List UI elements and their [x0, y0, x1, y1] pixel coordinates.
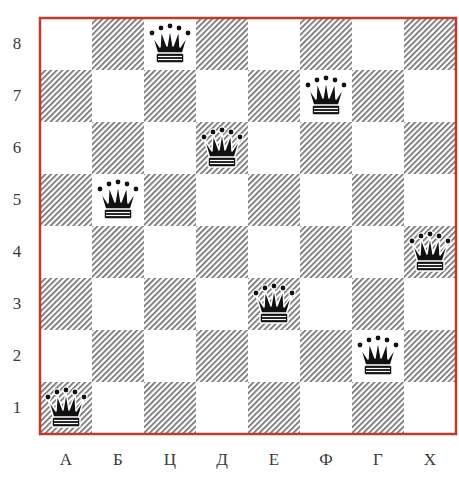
rank-number: 6 [13, 138, 22, 158]
queen-piece [409, 231, 451, 271]
board-squares [40, 18, 456, 434]
rank-number: 4 [13, 242, 22, 262]
rank-number: 2 [13, 346, 22, 366]
file-letter: Б [113, 450, 123, 470]
file-letter: Г [373, 450, 383, 470]
file-letter: Х [424, 450, 436, 470]
rank-number: 8 [13, 34, 22, 54]
queen-piece [253, 283, 295, 323]
file-letter: Ц [164, 450, 176, 470]
board-border [40, 18, 456, 434]
rank-number: 3 [13, 294, 22, 314]
rank-number: 7 [13, 86, 22, 106]
queen-piece [357, 335, 399, 375]
queen-piece [45, 387, 87, 427]
rank-number: 5 [13, 190, 22, 210]
file-letter: Е [269, 450, 279, 470]
queen-piece [97, 179, 139, 219]
queen-piece [305, 75, 347, 115]
queen-piece [201, 127, 243, 167]
file-letter: Д [216, 450, 228, 470]
file-letter: А [60, 450, 72, 470]
file-letter: Ф [319, 450, 332, 470]
queen-piece [149, 23, 191, 63]
rank-number: 1 [13, 398, 22, 418]
